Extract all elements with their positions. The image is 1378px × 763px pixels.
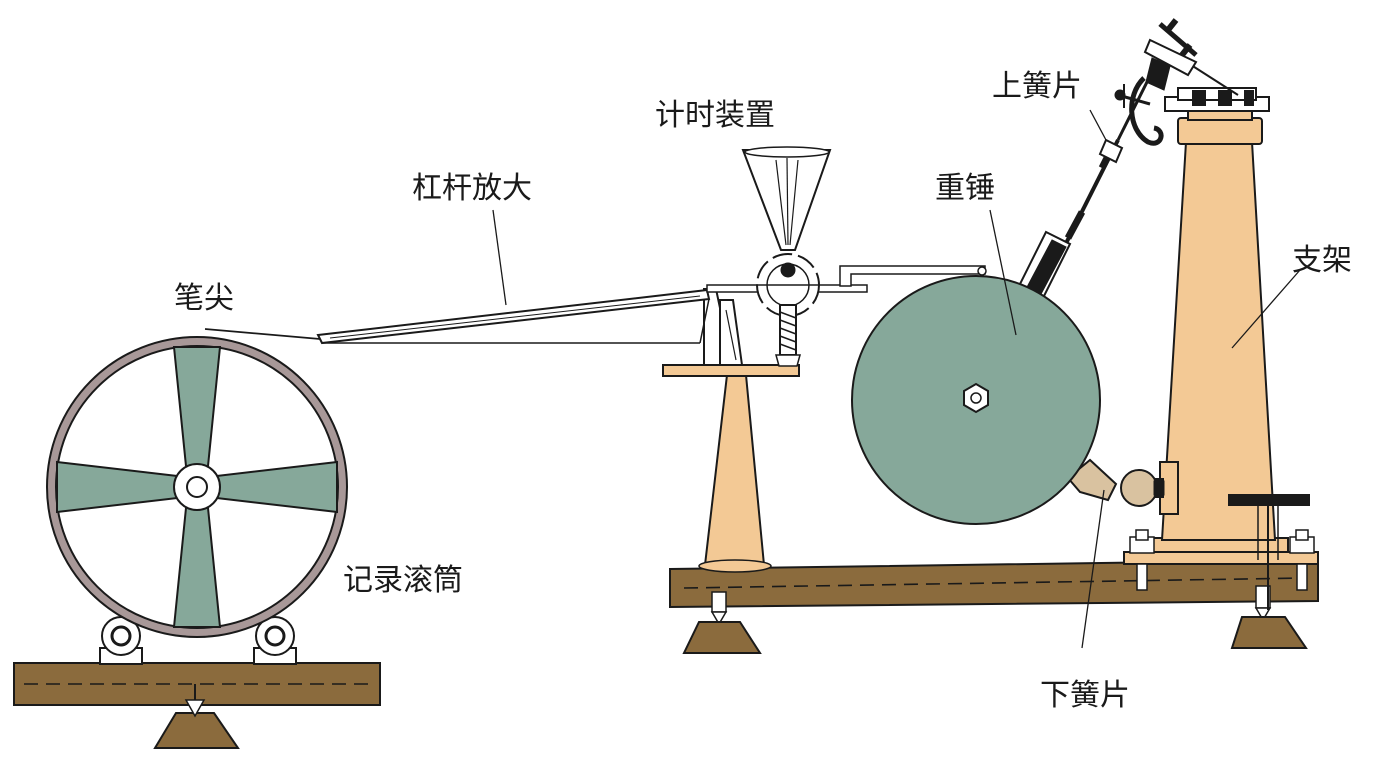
lever-stand-column bbox=[703, 374, 766, 566]
main-base-foot-right bbox=[1230, 616, 1308, 649]
main-base-dashed-line bbox=[683, 577, 1306, 589]
label-lever-amplify: 杠杆放大 bbox=[412, 171, 532, 206]
main-base-foot-left bbox=[682, 621, 762, 654]
label-heavy-hammer: 重锤 bbox=[935, 171, 995, 206]
record-drum-assembly bbox=[13, 336, 381, 749]
heavy-hammer bbox=[851, 275, 1101, 525]
label-support: 支架 bbox=[1292, 243, 1352, 278]
label-record-drum: 记录滚筒 bbox=[343, 563, 463, 598]
leveling-handle bbox=[1228, 494, 1310, 506]
base-bolts bbox=[1129, 529, 1315, 591]
leader-lines bbox=[492, 109, 1301, 649]
drum-foot bbox=[153, 712, 240, 749]
label-upper-spring: 上簧片 bbox=[992, 69, 1082, 104]
support-column bbox=[1123, 18, 1319, 610]
lever-arm bbox=[204, 265, 987, 345]
label-pen-tip: 笔尖 bbox=[174, 281, 234, 316]
main-base-assembly bbox=[669, 558, 1319, 654]
label-lower-spring: 下簧片 bbox=[1040, 678, 1130, 713]
pen-tip bbox=[204, 328, 321, 340]
lower-spring-ball bbox=[1120, 469, 1158, 507]
lever-stand bbox=[662, 288, 800, 573]
drum-roller-right bbox=[253, 616, 297, 665]
timer-device bbox=[741, 146, 832, 367]
lower-spring bbox=[1066, 458, 1165, 507]
label-timer: 计时装置 bbox=[655, 98, 775, 133]
drum-spokes bbox=[56, 346, 338, 628]
